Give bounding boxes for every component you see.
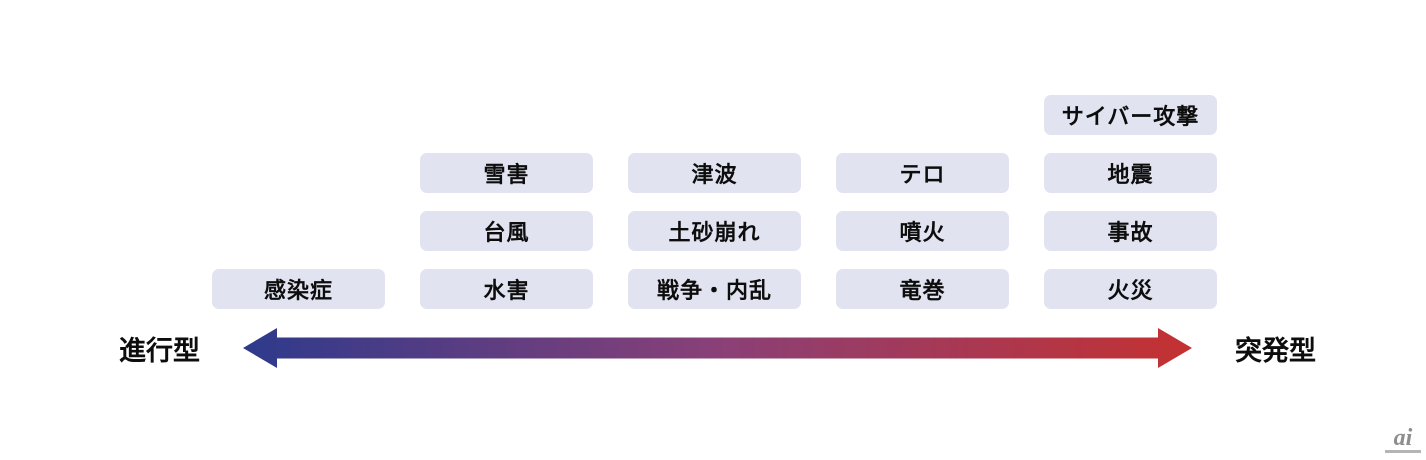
box-label: 地震 bbox=[1107, 162, 1154, 187]
box-landslide: 土砂崩れ bbox=[628, 211, 801, 251]
logo-subtext-bar bbox=[1385, 450, 1421, 453]
logo-text: ai bbox=[1393, 425, 1413, 451]
box-label: 雪害 bbox=[483, 162, 530, 187]
box-label: 噴火 bbox=[899, 220, 946, 245]
box-cyber-attack: サイバー攻撃 bbox=[1044, 95, 1217, 135]
box-earthquake: 地震 bbox=[1044, 153, 1217, 193]
box-typhoon: 台風 bbox=[420, 211, 593, 251]
box-label: 水害 bbox=[483, 278, 530, 303]
box-label: 津波 bbox=[691, 162, 738, 187]
box-terrorism: テロ bbox=[836, 153, 1009, 193]
box-tsunami: 津波 bbox=[628, 153, 801, 193]
box-tornado: 竜巻 bbox=[836, 269, 1009, 309]
box-label: 土砂崩れ bbox=[668, 220, 761, 245]
box-label: 感染症 bbox=[263, 278, 333, 303]
box-label: 火災 bbox=[1107, 278, 1154, 303]
box-snow-damage: 雪害 bbox=[420, 153, 593, 193]
box-label: 竜巻 bbox=[899, 278, 946, 303]
box-fire: 火災 bbox=[1044, 269, 1217, 309]
box-eruption: 噴火 bbox=[836, 211, 1009, 251]
box-flood: 水害 bbox=[420, 269, 593, 309]
axis-gradient-arrow bbox=[243, 328, 1192, 368]
box-war-civil-unrest: 戦争・内乱 bbox=[628, 269, 801, 309]
asahi-interactive-logo: ai bbox=[1383, 425, 1423, 453]
box-label: 台風 bbox=[483, 220, 530, 245]
box-label: テロ bbox=[899, 162, 946, 187]
box-infectious-disease: 感染症 bbox=[212, 269, 385, 309]
axis-label-progressive: 進行型 bbox=[119, 336, 200, 366]
axis-label-sudden: 突発型 bbox=[1235, 336, 1316, 366]
box-label: 事故 bbox=[1107, 220, 1154, 245]
box-accident: 事故 bbox=[1044, 211, 1217, 251]
box-label: 戦争・内乱 bbox=[656, 278, 772, 303]
box-label: サイバー攻撃 bbox=[1061, 104, 1200, 129]
